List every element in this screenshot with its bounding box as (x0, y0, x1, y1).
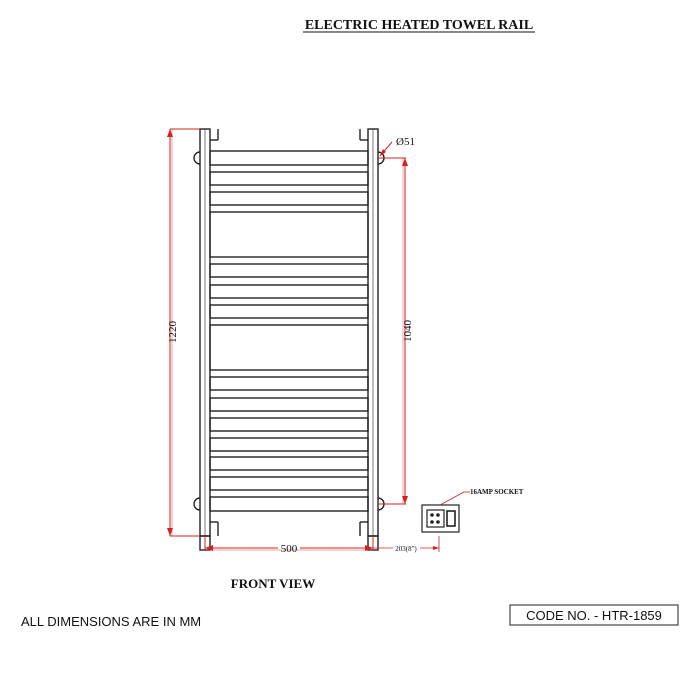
pipe-diameter-label: Ø51 (396, 136, 415, 148)
socket-offset-dimension (373, 536, 440, 552)
pipe-center-dimension-label: 1040 (402, 320, 414, 343)
rail-bar (209, 150, 369, 166)
rail-bar (209, 191, 369, 206)
view-label: FRONT VIEW (231, 576, 315, 591)
rail-bar (209, 496, 369, 512)
towel-rail (193, 128, 385, 551)
rail-bar (209, 171, 369, 186)
rail-bar (209, 437, 369, 452)
code-label: CODE NO. - HTR-1859 (526, 608, 662, 623)
rail-bar (209, 263, 369, 278)
socket-leader (439, 491, 470, 506)
socket-offset-label: 203(8") (395, 545, 417, 553)
socket-label: 16AMP SOCKET (470, 488, 524, 496)
rail-bar (209, 456, 369, 471)
width-dimension (204, 536, 374, 551)
rail-bar (209, 284, 369, 299)
units-note: ALL DIMENSIONS ARE IN MM (21, 614, 201, 629)
rail-bar (209, 417, 369, 432)
diameter-leader (379, 141, 393, 157)
rail-bar (209, 476, 369, 491)
socket (421, 504, 460, 533)
rail-bar (209, 397, 369, 412)
pipe-center-dimension (378, 157, 408, 505)
drawing-title: ELECTRIC HEATED TOWEL RAIL (305, 18, 533, 33)
code-box (509, 604, 679, 626)
rail-bar (209, 376, 369, 391)
rail-bar (209, 304, 369, 319)
rail-panel (209, 324, 369, 371)
height-dimension (167, 128, 200, 537)
height-dimension-label: 1220 (167, 321, 179, 344)
valve-bottom-left (193, 497, 201, 511)
width-dimension-label: 500 (281, 543, 298, 555)
rail-panel (209, 211, 369, 258)
socket-switch (446, 510, 456, 527)
socket-plate (426, 509, 445, 528)
valve-top-left (193, 151, 201, 165)
